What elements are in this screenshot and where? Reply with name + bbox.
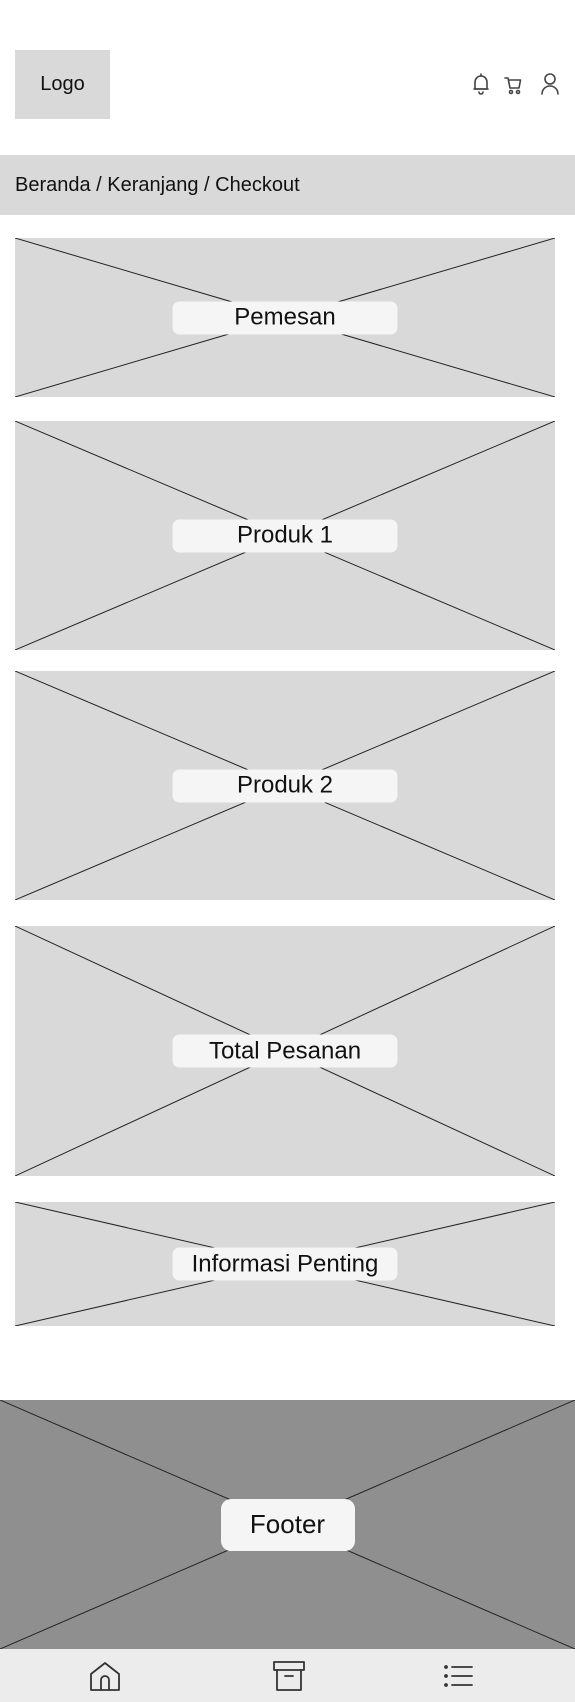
bell-icon[interactable]: [471, 72, 491, 96]
section-label: Produk 2: [172, 769, 398, 802]
breadcrumb-text: Beranda / Keranjang / Checkout: [15, 173, 300, 196]
section-label: Informasi Penting: [172, 1247, 398, 1281]
home-icon[interactable]: [87, 1658, 123, 1694]
section-label: Produk 1: [172, 519, 398, 552]
archive-icon[interactable]: [271, 1658, 307, 1694]
section-total-pesanan: Total Pesanan: [15, 926, 555, 1176]
section-informasi-penting: Informasi Penting: [15, 1202, 555, 1326]
section-label: Pemesan: [172, 301, 398, 334]
logo[interactable]: Logo: [15, 50, 110, 119]
section-label: Total Pesanan: [172, 1034, 398, 1068]
breadcrumb: Beranda / Keranjang / Checkout: [0, 155, 575, 215]
user-icon[interactable]: [540, 72, 560, 96]
section-produk-1: Produk 1: [15, 421, 555, 650]
footer: Footer: [0, 1400, 575, 1649]
section-pemesan: Pemesan: [15, 238, 555, 397]
list-icon[interactable]: [440, 1658, 476, 1694]
footer-label: Footer: [220, 1498, 355, 1551]
section-produk-2: Produk 2: [15, 671, 555, 900]
cart-icon[interactable]: [503, 72, 523, 96]
